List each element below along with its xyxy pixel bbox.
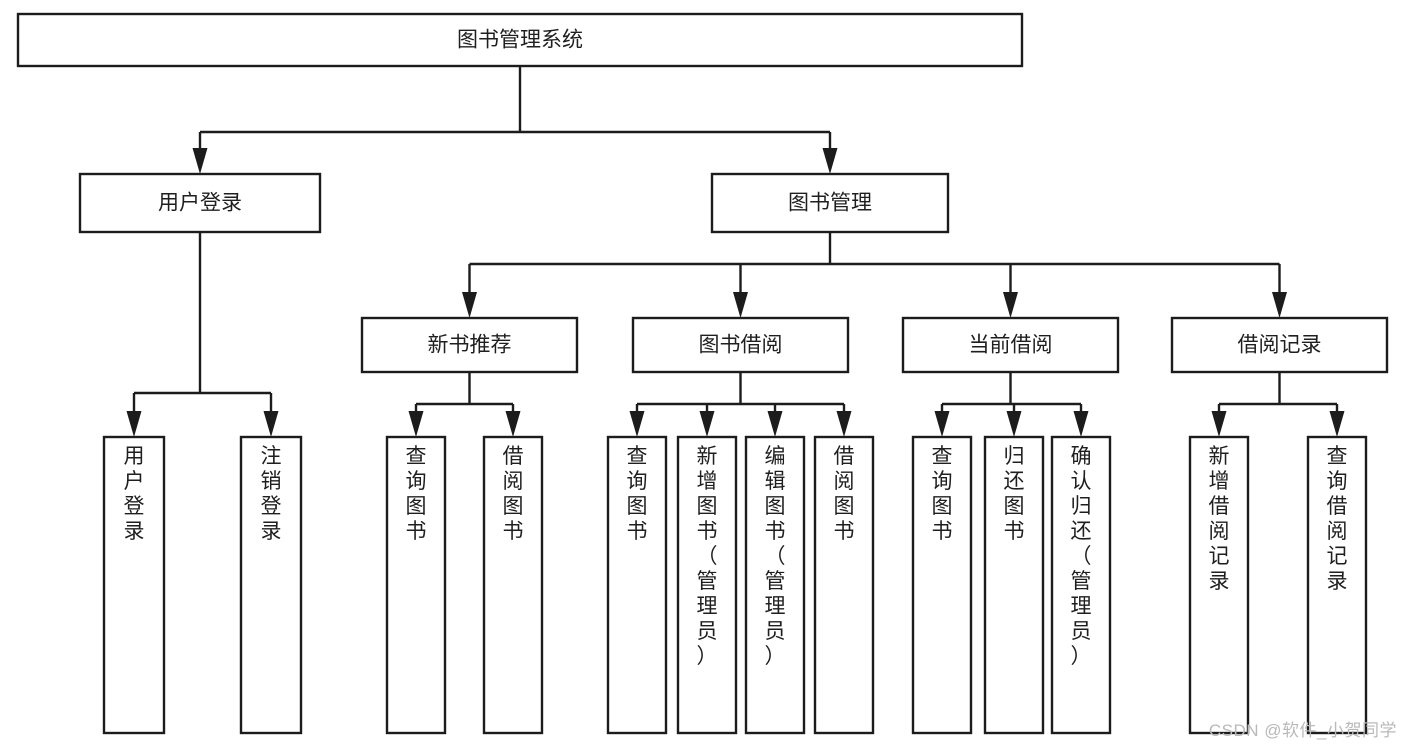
node-box[interactable] [901,316,1120,374]
node-rec-query-book[interactable]: 查询图书 [385,435,447,735]
node-current-borrow[interactable]: 当前借阅 [901,316,1120,374]
arrow-head-icon [629,411,645,437]
edge-group-book-borrow [629,372,852,437]
edge-group-user-login [126,232,279,437]
node-box[interactable] [16,12,1024,68]
edge-group-book-manage [462,232,1287,318]
node-label: 编辑图书（管理员） [765,445,786,668]
arrow-head-icon [1272,292,1287,318]
node-label: 用户登录 [158,192,242,215]
node-label: 当前借阅 [969,334,1053,357]
edge-group-root [192,66,838,174]
arrow-head-icon [1073,411,1089,437]
node-br-borrow-book[interactable]: 借阅图书 [813,435,875,735]
node-login-leaf[interactable]: 用户登录 [102,435,166,735]
edge-group-new-book-rec [408,372,521,437]
node-label: 图书管理系统 [457,29,583,52]
node-label: 查询图书 [406,445,427,543]
node-borrow-record[interactable]: 借阅记录 [1170,316,1389,374]
node-box[interactable] [360,316,579,374]
node-label: 借阅图书 [503,445,524,543]
node-box[interactable] [1188,435,1250,735]
arrow-head-icon [462,292,477,318]
edge-group-current-borrow [934,372,1089,437]
node-label: 图书借阅 [699,334,783,357]
node-cb-confirm[interactable]: 确认归还（管理员） [1050,435,1112,735]
arrow-head-icon [1211,411,1227,437]
csdn-watermark: CSDN @软件_小贺同学 [1208,721,1397,740]
node-box[interactable] [1170,316,1389,374]
node-box[interactable] [239,435,303,735]
node-label: 借阅记录 [1238,334,1322,357]
node-book-borrow[interactable]: 图书借阅 [631,316,850,374]
node-label: 新增图书（管理员） [697,445,718,668]
arrow-head-icon [1006,411,1022,437]
node-label: 用户登录 [124,445,145,543]
arrow-head-icon [699,411,715,437]
arrow-head-icon [1003,292,1018,318]
node-rec-query[interactable]: 查询借阅记录 [1306,435,1368,735]
node-box[interactable] [482,435,544,735]
node-label: 确认归还（管理员） [1071,445,1092,668]
node-label: 图书管理 [788,192,872,215]
node-box[interactable] [102,435,166,735]
node-label: 借阅图书 [834,445,855,543]
node-label: 新书推荐 [428,334,512,357]
node-label: 查询借阅记录 [1327,445,1348,593]
node-box[interactable] [1050,435,1112,735]
node-root[interactable]: 图书管理系统 [16,12,1024,68]
node-label: 新增借阅记录 [1209,445,1230,593]
node-label: 归还图书 [1004,445,1025,543]
node-label: 查询图书 [932,445,953,543]
node-rec-borrow-book[interactable]: 借阅图书 [482,435,544,735]
arrow-head-icon [408,411,424,437]
edge-group-borrow-record [1211,372,1345,437]
node-box[interactable] [385,435,447,735]
node-user-login[interactable]: 用户登录 [78,172,322,234]
node-logout-leaf[interactable]: 注销登录 [239,435,303,735]
arrow-head-icon [263,411,279,437]
arrow-head-icon [822,148,838,174]
node-rec-add[interactable]: 新增借阅记录 [1188,435,1250,735]
node-box[interactable] [78,172,322,234]
arrow-head-icon [1329,411,1345,437]
node-box[interactable] [710,172,950,234]
node-cb-query-book[interactable]: 查询图书 [911,435,973,735]
node-box[interactable] [631,316,850,374]
node-book-manage[interactable]: 图书管理 [710,172,950,234]
arrow-head-icon [505,411,521,437]
arrow-head-icon [934,411,950,437]
node-label: 查询图书 [627,445,648,543]
node-box[interactable] [606,435,668,735]
node-br-add-book[interactable]: 新增图书（管理员） [676,435,738,735]
connector-layer [126,66,1345,437]
node-box[interactable] [1306,435,1368,735]
node-label: 注销登录 [261,445,282,543]
node-layer: 图书管理系统用户登录图书管理用户登录注销登录新书推荐图书借阅当前借阅借阅记录查询… [16,12,1389,735]
node-box[interactable] [676,435,738,735]
node-box[interactable] [744,435,806,735]
node-box[interactable] [813,435,875,735]
node-br-query-book[interactable]: 查询图书 [606,435,668,735]
node-box[interactable] [911,435,973,735]
arrow-head-icon [733,292,748,318]
arrow-head-icon [126,411,142,437]
node-cb-return-book[interactable]: 归还图书 [983,435,1045,735]
node-br-edit-book[interactable]: 编辑图书（管理员） [744,435,806,735]
arrow-head-icon [192,148,208,174]
arrow-head-icon [767,411,783,437]
arrow-head-icon [836,411,852,437]
node-new-book-rec[interactable]: 新书推荐 [360,316,579,374]
node-box[interactable] [983,435,1045,735]
